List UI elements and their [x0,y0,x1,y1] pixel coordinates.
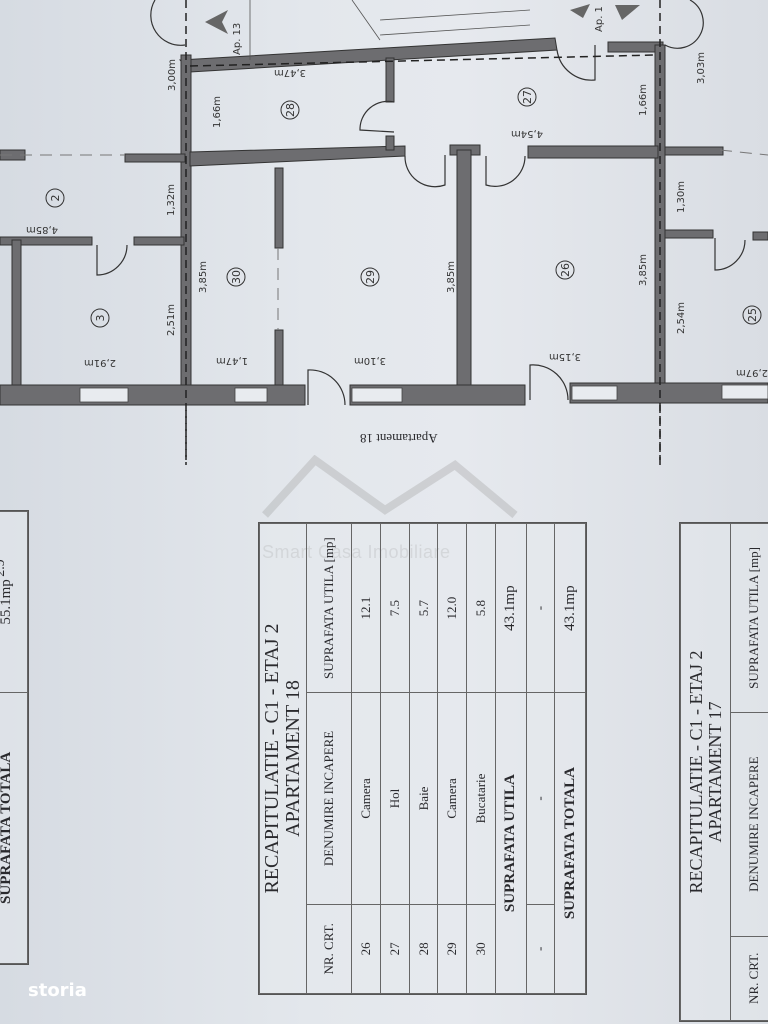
cell-name: Hol [380,692,410,905]
cell-name: Baie [409,692,438,905]
walls [0,37,768,406]
storia-logo: storia [28,980,87,1001]
dimension-label: 2,97m [736,367,768,378]
cell-nr: 30 [466,904,496,994]
room-number: 28 [284,103,297,117]
cell-area: - [526,523,555,693]
totala-label: SUPRAFATA TOTALA [554,692,586,994]
dimension-label: 3,15m [549,351,581,362]
stair-arrows [205,4,640,34]
cell-area: 12.0 [437,523,467,693]
dimension-label: 3,85m [638,254,649,286]
dimension-labels: 3,00m 3,47m 1,66m 1,66m 4,54m 3,03m 1,32… [26,52,768,378]
cell-nr: 28 [409,904,438,994]
header-nr: NR. CRT. [306,904,352,994]
dimension-label: 2,51m [166,304,177,336]
header-area: SUPRAFATA UTILA [mp] [730,523,768,713]
summary-table-apartment-18: RECAPITULATIE - C1 - ETAJ 2 APARTAMENT 1… [258,522,587,995]
cell-area: 7.5 [380,523,410,693]
header-name: DENUMIRE INCAPERE [730,712,768,937]
dimension-label: 3,85m [198,261,209,293]
cell-name: Bucatarie [466,692,496,905]
cell-nr: 29 [437,904,467,994]
dimension-label: 3,03m [696,52,707,84]
cell-nr: - [526,904,555,994]
room-number: 30 [230,270,243,284]
utila-value: 43.1mp [495,523,527,693]
cell-name: - [526,692,555,905]
table-title: RECAPITULATIE - C1 - ETAJ 2 [261,623,283,894]
header-area: SUPRAFATA UTILA [mp] [306,523,352,693]
stair-label-ap1: Ap. 1 [594,6,605,32]
dimension-label: 4,85m [26,224,58,235]
table-subtitle: APARTAMENT 18 [282,680,304,837]
total-value: 55.1mp [0,511,28,693]
header-name: DENUMIRE INCAPERE [306,692,352,905]
room-numbers: 28 27 2 30 29 26 3 25 [45,87,762,328]
stair-label-ap13: Ap. 13 [232,23,243,55]
header-nr: NR. CRT. [730,936,768,1021]
dimension-label: 1,47m [216,355,248,366]
floor-plan: Ap. 13 Ap. 1 28 27 2 30 29 26 3 25 3,00m… [0,0,768,465]
room-number: 25 [746,308,759,322]
dimension-label: 3,85m [446,261,457,293]
cell-nr: 26 [351,904,381,994]
dimension-label: 3,00m [167,59,178,91]
cell-nr: 27 [380,904,410,994]
dimension-label: 1,66m [638,84,649,116]
dimension-label: 2,54m [676,302,687,334]
totala-value: 43.1mp [554,523,586,693]
table-row: --- [526,523,555,994]
dimension-label: 2,91m [84,357,116,368]
table-header: NR. CRT. DENUMIRE INCAPERE SUPRAFATA UTI… [730,523,768,1021]
dimension-label: 4,54m [511,128,543,139]
dimension-label: 3,47m [274,67,306,78]
cell-area: 5.8 [466,523,496,693]
total-label: SUPRAFATA TOTALA [0,692,28,964]
dimension-label: 1,66m [212,96,223,128]
windows [79,384,768,403]
room-number: 2 [49,195,62,202]
partial-value: 2.9 [0,559,8,577]
watermark-logo [262,455,518,519]
table-subtitle: APARTAMENT 17 [704,701,725,843]
dimension-label: 1,32m [166,184,177,216]
cell-name: Camera [351,692,381,905]
dimension-label: 1,30m [676,181,687,213]
cell-area: 12.1 [351,523,381,693]
room-number: 3 [94,315,107,322]
room-number: 29 [364,270,377,284]
doors [96,0,746,406]
apartment-label: Apartament 18 [360,431,438,446]
table-title: RECAPITULATIE - C1 - ETAJ 2 [685,650,706,894]
table-header: NR. CRT. DENUMIRE INCAPERE SUPRAFATA UTI… [306,523,352,994]
cell-name: Camera [437,692,467,905]
cell-area: 5.7 [409,523,438,693]
room-number: 27 [521,90,534,104]
axis-lines [185,0,661,460]
dimension-label: 3,10m [354,355,386,366]
stairs [249,0,531,60]
utila-label: SUPRAFATA UTILA [495,692,527,994]
room-number: 26 [559,263,572,277]
left-summary-table: SUPRAFATA TOTALA 55.1mp [0,510,29,965]
summary-table-apartment-17: RECAPITULATIE - C1 - ETAJ 2 APARTAMENT 1… [679,522,768,1022]
